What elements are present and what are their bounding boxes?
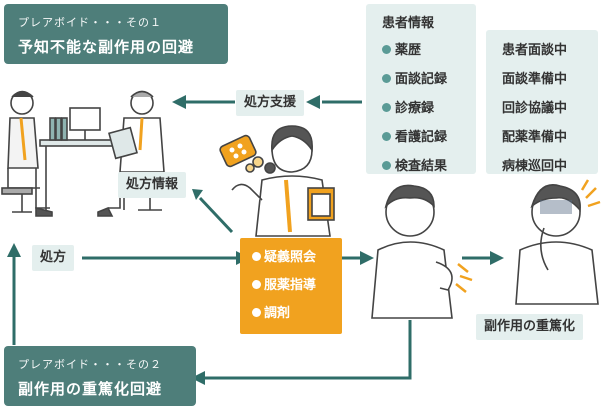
preavoid-2-title: 副作用の重篤化回避: [18, 380, 163, 398]
preavoid-1-subtitle: プレアボイド・・・その１: [18, 16, 162, 29]
preavoid-1-title: 予知不能な副作用の回避: [18, 38, 195, 56]
pharmacist-tasks-box: 疑義照会 服薬指導 調剤: [240, 238, 342, 334]
patient-info-box: 患者情報 薬歴 面談記録 診療録 看護記録 検査結果: [366, 4, 476, 174]
patient-info-title: 患者情報: [382, 16, 435, 31]
patient-info-item: 診療録: [382, 94, 476, 123]
task-item: 服薬指導: [252, 272, 342, 300]
pharmacist-figure: [219, 125, 335, 237]
bullet-dot-icon: [252, 308, 261, 317]
arrow-return-line: [205, 320, 412, 380]
bullet-dot-icon: [382, 103, 391, 112]
status-item: 病棟巡回中: [502, 159, 568, 174]
status-list-box: 患者面談中 面談準備中 回診協議中 配薬準備中 病棟巡回中: [486, 30, 598, 174]
bullet-dot-icon: [252, 252, 261, 261]
arrow-pharmacist-to-info: [198, 196, 234, 234]
doctor-consultation-scene: [1, 90, 167, 217]
preavoid-2-box: プレアボイド・・・その２ 副作用の重篤化回避: [4, 346, 196, 406]
preavoid-2-subtitle: プレアボイド・・・その２: [18, 358, 162, 371]
patient-info-item: 面談記録: [382, 65, 476, 94]
bullet-dot-icon: [382, 74, 391, 83]
patient-info-item: 検査結果: [382, 152, 476, 181]
status-item: 配薬準備中: [502, 130, 568, 145]
task-item: 調剤: [252, 300, 342, 328]
status-item: 回診協議中: [502, 101, 568, 116]
patient-info-item: 薬歴: [382, 36, 476, 65]
prescription-support-label: 処方支援: [236, 90, 305, 116]
bullet-dot-icon: [252, 280, 261, 289]
bullet-dot-icon: [382, 132, 391, 141]
side-effect-aggravation-label: 副作用の重篤化: [476, 314, 584, 340]
prescription-label: 処方: [32, 245, 75, 271]
status-item: 面談準備中: [502, 72, 568, 87]
patient-info-item: 看護記録: [382, 123, 476, 152]
bullet-dot-icon: [382, 161, 391, 170]
prescription-info-label: 処方情報: [118, 172, 187, 198]
preavoid-1-box: プレアボイド・・・その１ 予知不能な副作用の回避: [4, 4, 228, 64]
bullet-dot-icon: [382, 45, 391, 54]
status-item: 患者面談中: [502, 43, 568, 58]
task-item: 疑義照会: [252, 244, 342, 272]
flow-arrows: [12, 100, 492, 380]
sick-patient-figure: [515, 179, 601, 305]
patient-figure: [371, 184, 473, 319]
